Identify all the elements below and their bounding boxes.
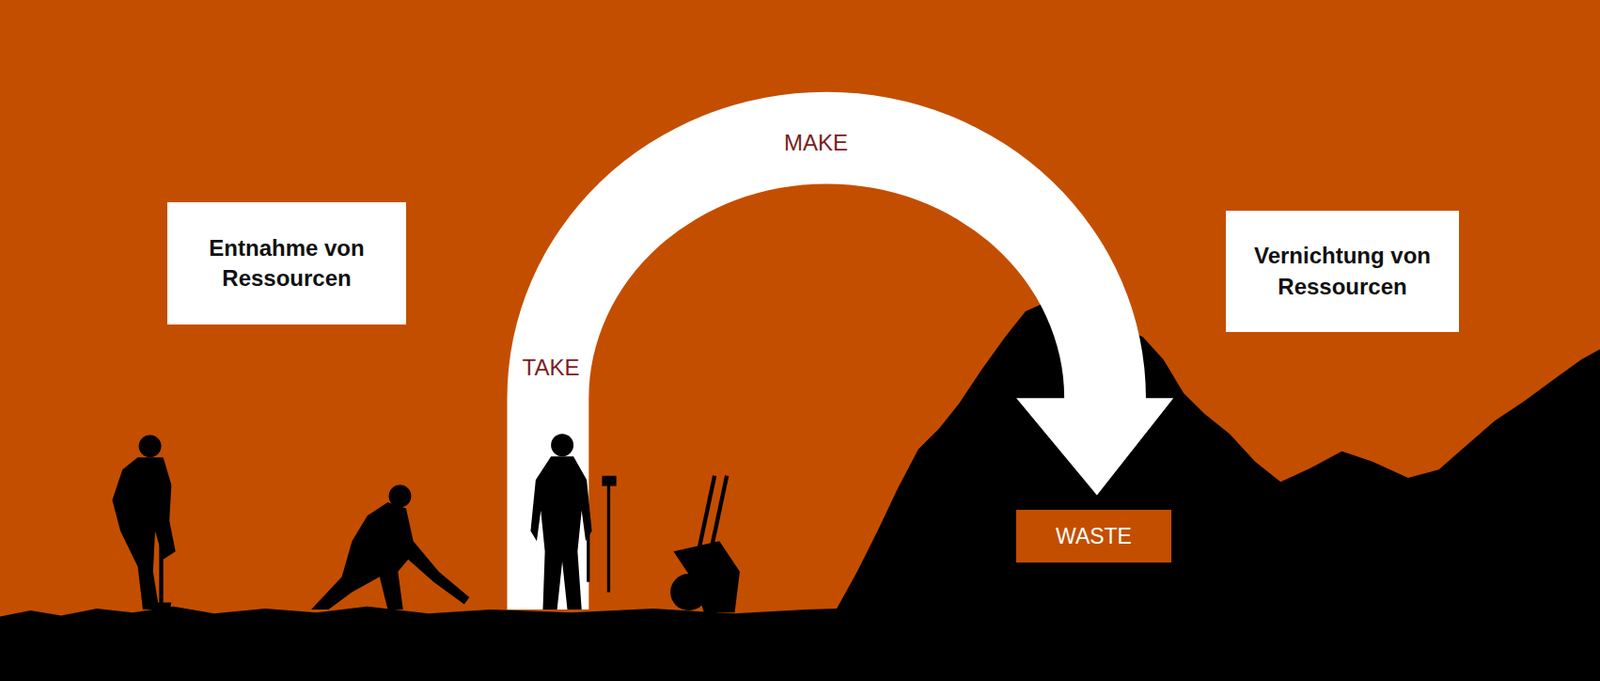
arrow-label: TAKE (522, 354, 581, 381)
worker-silhouettes (111, 433, 740, 612)
ground-silhouette (0, 301, 1600, 681)
box-text: WASTE (1055, 523, 1132, 550)
resource-box: Entnahme von Ressourcen (167, 202, 407, 325)
box-text: Entnahme von Ressourcen (186, 233, 388, 295)
resource-box: Vernichtung von Ressourcen (1225, 210, 1459, 332)
arrow-label: MAKE (784, 129, 848, 157)
take-make-waste-arrow (506, 92, 1174, 610)
box-text: Vernichtung von Ressourcen (1244, 240, 1441, 302)
waste-box: WASTE (1016, 509, 1172, 563)
